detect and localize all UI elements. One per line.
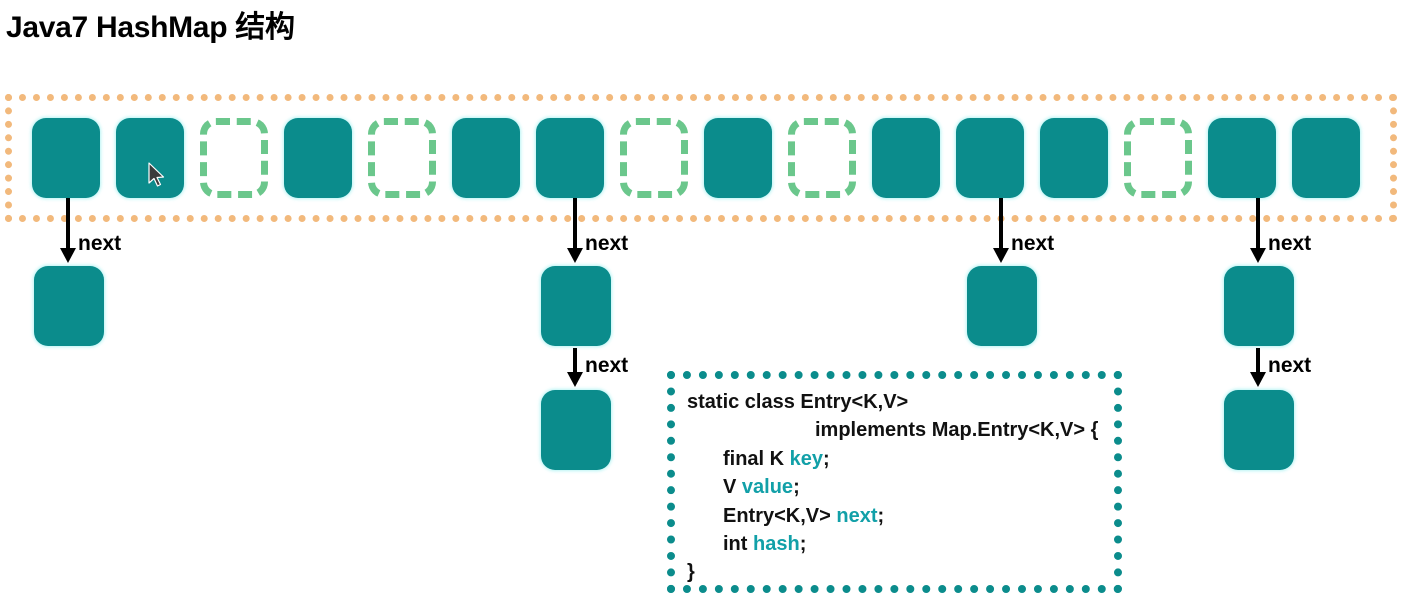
chain-0-next-arrow-0: next <box>34 198 144 266</box>
chain-3-next-arrow-0: next <box>1224 198 1334 266</box>
code-text: final K <box>723 447 790 470</box>
next-label: next <box>1011 232 1055 255</box>
bucket-cell-11[interactable] <box>956 118 1024 198</box>
page-title: Java7 HashMap 结构 <box>6 11 295 44</box>
code-line-6: } <box>687 558 1114 586</box>
next-label: next <box>1268 232 1312 255</box>
code-line-2: final K key; <box>687 445 1114 473</box>
chain-2-node-0[interactable] <box>967 266 1037 346</box>
code-punctuation: ; <box>877 504 885 527</box>
arrow-shaft <box>999 198 1003 252</box>
chain-1: next next <box>541 198 651 470</box>
code-text: int <box>723 533 753 556</box>
arrow-shaft <box>573 348 577 376</box>
chain-1-next-arrow-1: next <box>541 346 651 390</box>
bucket-cell-10[interactable] <box>872 118 940 198</box>
arrow-head-icon <box>1250 248 1266 263</box>
chain-3-next-arrow-1: next <box>1224 346 1334 390</box>
bucket-cell-7[interactable] <box>620 118 688 198</box>
bucket-cell-6[interactable] <box>536 118 604 198</box>
code-line-4: Entry<K,V> next; <box>687 502 1114 530</box>
code-line-0: static class Entry<K,V> <box>687 388 1114 416</box>
code-identifier-next: next <box>836 504 878 527</box>
bucket-cell-12[interactable] <box>1040 118 1108 198</box>
bucket-cell-0[interactable] <box>32 118 100 198</box>
code-line-3: V value; <box>687 473 1114 501</box>
code-identifier-value: value <box>741 476 794 499</box>
chain-0: next <box>34 198 144 346</box>
arrow-shaft <box>1256 348 1260 376</box>
bucket-cell-14[interactable] <box>1208 118 1276 198</box>
arrow-head-icon <box>567 372 583 387</box>
chain-2: next <box>967 198 1077 346</box>
chain-1-node-0[interactable] <box>541 266 611 346</box>
code-punctuation: ; <box>823 447 830 470</box>
arrow-head-icon <box>567 248 583 263</box>
next-label: next <box>1268 354 1312 377</box>
bucket-cell-1[interactable] <box>116 118 184 198</box>
chain-0-node-0[interactable] <box>34 266 104 346</box>
hashmap-bucket-array <box>5 94 1397 222</box>
arrow-shaft <box>573 198 577 252</box>
bucket-cell-15[interactable] <box>1292 118 1360 198</box>
arrow-head-icon <box>1250 372 1266 387</box>
arrow-shaft <box>1256 198 1260 252</box>
code-identifier-key: key <box>789 447 824 470</box>
code-text: } <box>687 561 695 584</box>
chain-2-next-arrow-0: next <box>967 198 1077 266</box>
code-identifier-hash: hash <box>753 533 800 556</box>
bucket-cell-9[interactable] <box>788 118 856 198</box>
arrow-head-icon <box>993 248 1009 263</box>
chain-1-node-1[interactable] <box>541 390 611 470</box>
bucket-cell-3[interactable] <box>284 118 352 198</box>
next-label: next <box>585 354 629 377</box>
bucket-cell-2[interactable] <box>200 118 268 198</box>
code-punctuation: ; <box>799 533 807 556</box>
chain-3-node-1[interactable] <box>1224 390 1294 470</box>
code-line-1: implements Map.Entry<K,V> { <box>687 416 1114 444</box>
arrow-shaft <box>66 198 70 252</box>
arrow-head-icon <box>60 248 76 263</box>
code-line-5: int hash; <box>687 530 1114 558</box>
code-text: Entry<K,V> <box>723 504 837 527</box>
code-text: V <box>723 476 742 499</box>
next-label: next <box>78 232 122 255</box>
next-label: next <box>585 232 629 255</box>
bucket-cell-8[interactable] <box>704 118 772 198</box>
bucket-cell-13[interactable] <box>1124 118 1192 198</box>
bucket-cell-4[interactable] <box>368 118 436 198</box>
code-text: implements Map.Entry<K,V> { <box>815 419 1099 442</box>
chain-1-next-arrow-0: next <box>541 198 651 266</box>
entry-class-code-box: static class Entry<K,V> implements Map.En… <box>667 371 1122 593</box>
code-text: static class Entry<K,V> <box>687 391 909 413</box>
bucket-cell-5[interactable] <box>452 118 520 198</box>
chain-3: next next <box>1224 198 1334 470</box>
code-punctuation: ; <box>793 476 800 499</box>
chain-3-node-0[interactable] <box>1224 266 1294 346</box>
